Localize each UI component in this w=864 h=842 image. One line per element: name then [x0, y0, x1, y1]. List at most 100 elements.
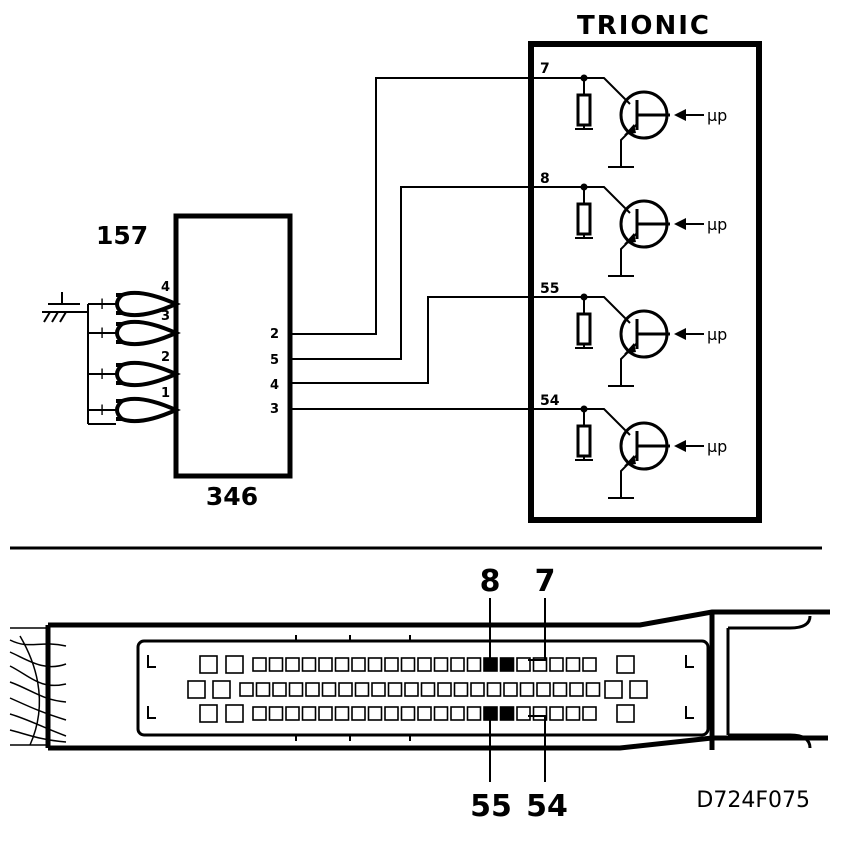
connector-pin: [384, 657, 399, 672]
callout-8: 8: [480, 564, 501, 599]
connector-pin: [582, 657, 597, 672]
driver-stage-pin-7: µp: [575, 74, 727, 168]
resistor: [576, 312, 592, 346]
coil-terminal-mark: I: [100, 297, 104, 313]
coil-terminal-mark: I: [100, 367, 104, 383]
pin-346-5: 5: [270, 353, 279, 368]
coil-2: I 2: [88, 350, 181, 388]
connector-pin: [367, 706, 383, 721]
connector-pin: [536, 682, 551, 697]
driver-stage-pin-54: µp: [575, 405, 727, 499]
pin-346-2: 2: [270, 327, 279, 342]
connector-pin: [486, 682, 502, 697]
connector-housing: [9, 609, 830, 751]
connector-pin: [334, 706, 350, 721]
signal-label: µp: [707, 325, 727, 344]
connector-large-cavity: [604, 680, 623, 699]
driver-stage-pin-55: µp: [575, 293, 727, 387]
callout-54: 54: [526, 789, 568, 824]
connector-pin: [354, 682, 370, 697]
connector-pin: [519, 682, 535, 697]
trionic-pin-7: 7: [540, 61, 550, 77]
connector-pin: [503, 682, 518, 697]
connector-pin-highlighted: [499, 657, 515, 672]
connector-pin: [252, 706, 267, 721]
connector-pin: [433, 657, 449, 672]
connector-pin: [433, 706, 449, 721]
connector-pin: [417, 706, 432, 721]
connector-pin: [569, 682, 584, 697]
trionic-box: [528, 41, 762, 523]
connector-pin: [285, 706, 300, 721]
connector-pin: [334, 657, 350, 672]
connector-pin: [321, 682, 337, 697]
connector-pin: [549, 657, 564, 672]
connector-pin: [272, 682, 287, 697]
trionic-pin-55: 55: [540, 281, 559, 297]
coil-number: 1: [161, 386, 170, 401]
connector-pin: [585, 682, 601, 697]
connector-large-cavity: [199, 704, 218, 723]
signal-arrow: [674, 328, 686, 340]
drawing-code: D724F075: [696, 788, 810, 813]
resistor: [576, 202, 592, 236]
connector-large-cavity: [225, 655, 244, 674]
connector-pin: [338, 682, 353, 697]
connector-large-cavity: [187, 680, 206, 699]
arrowhead: [624, 233, 636, 244]
connector-pin: [516, 657, 531, 672]
connector-pin: [565, 706, 581, 721]
coil-number: 2: [161, 350, 170, 365]
connector-pin: [255, 682, 271, 697]
callout-55: 55: [470, 789, 512, 824]
arrowhead: [624, 455, 636, 466]
connector-large-cavity: [199, 655, 218, 674]
trionic-pin-54: 54: [540, 393, 560, 409]
signal-arrow: [674, 218, 686, 230]
connector-pin: [318, 706, 333, 721]
pin-346-3: 3: [270, 402, 279, 417]
signal-label: µp: [707, 106, 727, 125]
connector-pin: [384, 706, 399, 721]
connector-pin-highlighted: [499, 706, 515, 721]
signal-arrow: [674, 109, 686, 121]
connector-large-cavity: [616, 655, 635, 674]
component-346-label: 346: [206, 482, 258, 511]
ground-symbol-icon: [42, 292, 89, 424]
callout-leaders: [489, 598, 546, 782]
callout-7: 7: [535, 564, 556, 599]
resistor: [576, 424, 592, 458]
coil-3: I 3: [88, 309, 181, 347]
connector-pin: [450, 657, 465, 672]
connector-pin: [387, 682, 403, 697]
arrowhead: [624, 124, 636, 135]
signal-arrow: [674, 440, 686, 452]
connector-pin: [371, 682, 386, 697]
resistor: [576, 93, 592, 127]
connector-pin: [400, 657, 416, 672]
arrowhead: [624, 343, 636, 354]
coil-number: 3: [161, 309, 170, 324]
signal-label: µp: [707, 215, 727, 234]
coil-terminal-mark: I: [100, 403, 104, 419]
connector-pin: [582, 706, 597, 721]
connector-pin: [549, 706, 564, 721]
connector-large-cavity: [629, 680, 648, 699]
wiring: [290, 77, 584, 410]
connector-pin: [268, 657, 284, 672]
connector-pin: [301, 657, 317, 672]
connector-pin: [252, 657, 267, 672]
connector-pin-array: [187, 655, 648, 723]
component-157-label: 157: [96, 221, 148, 250]
connector-pin: [400, 706, 416, 721]
connector-pin: [351, 657, 366, 672]
connector-pin: [367, 657, 383, 672]
connector-pin: [516, 706, 531, 721]
connector-pin: [285, 657, 300, 672]
pin-346-4: 4: [270, 378, 279, 393]
connector-pin: [268, 706, 284, 721]
connector-pin: [404, 682, 419, 697]
connector-pin: [565, 657, 581, 672]
